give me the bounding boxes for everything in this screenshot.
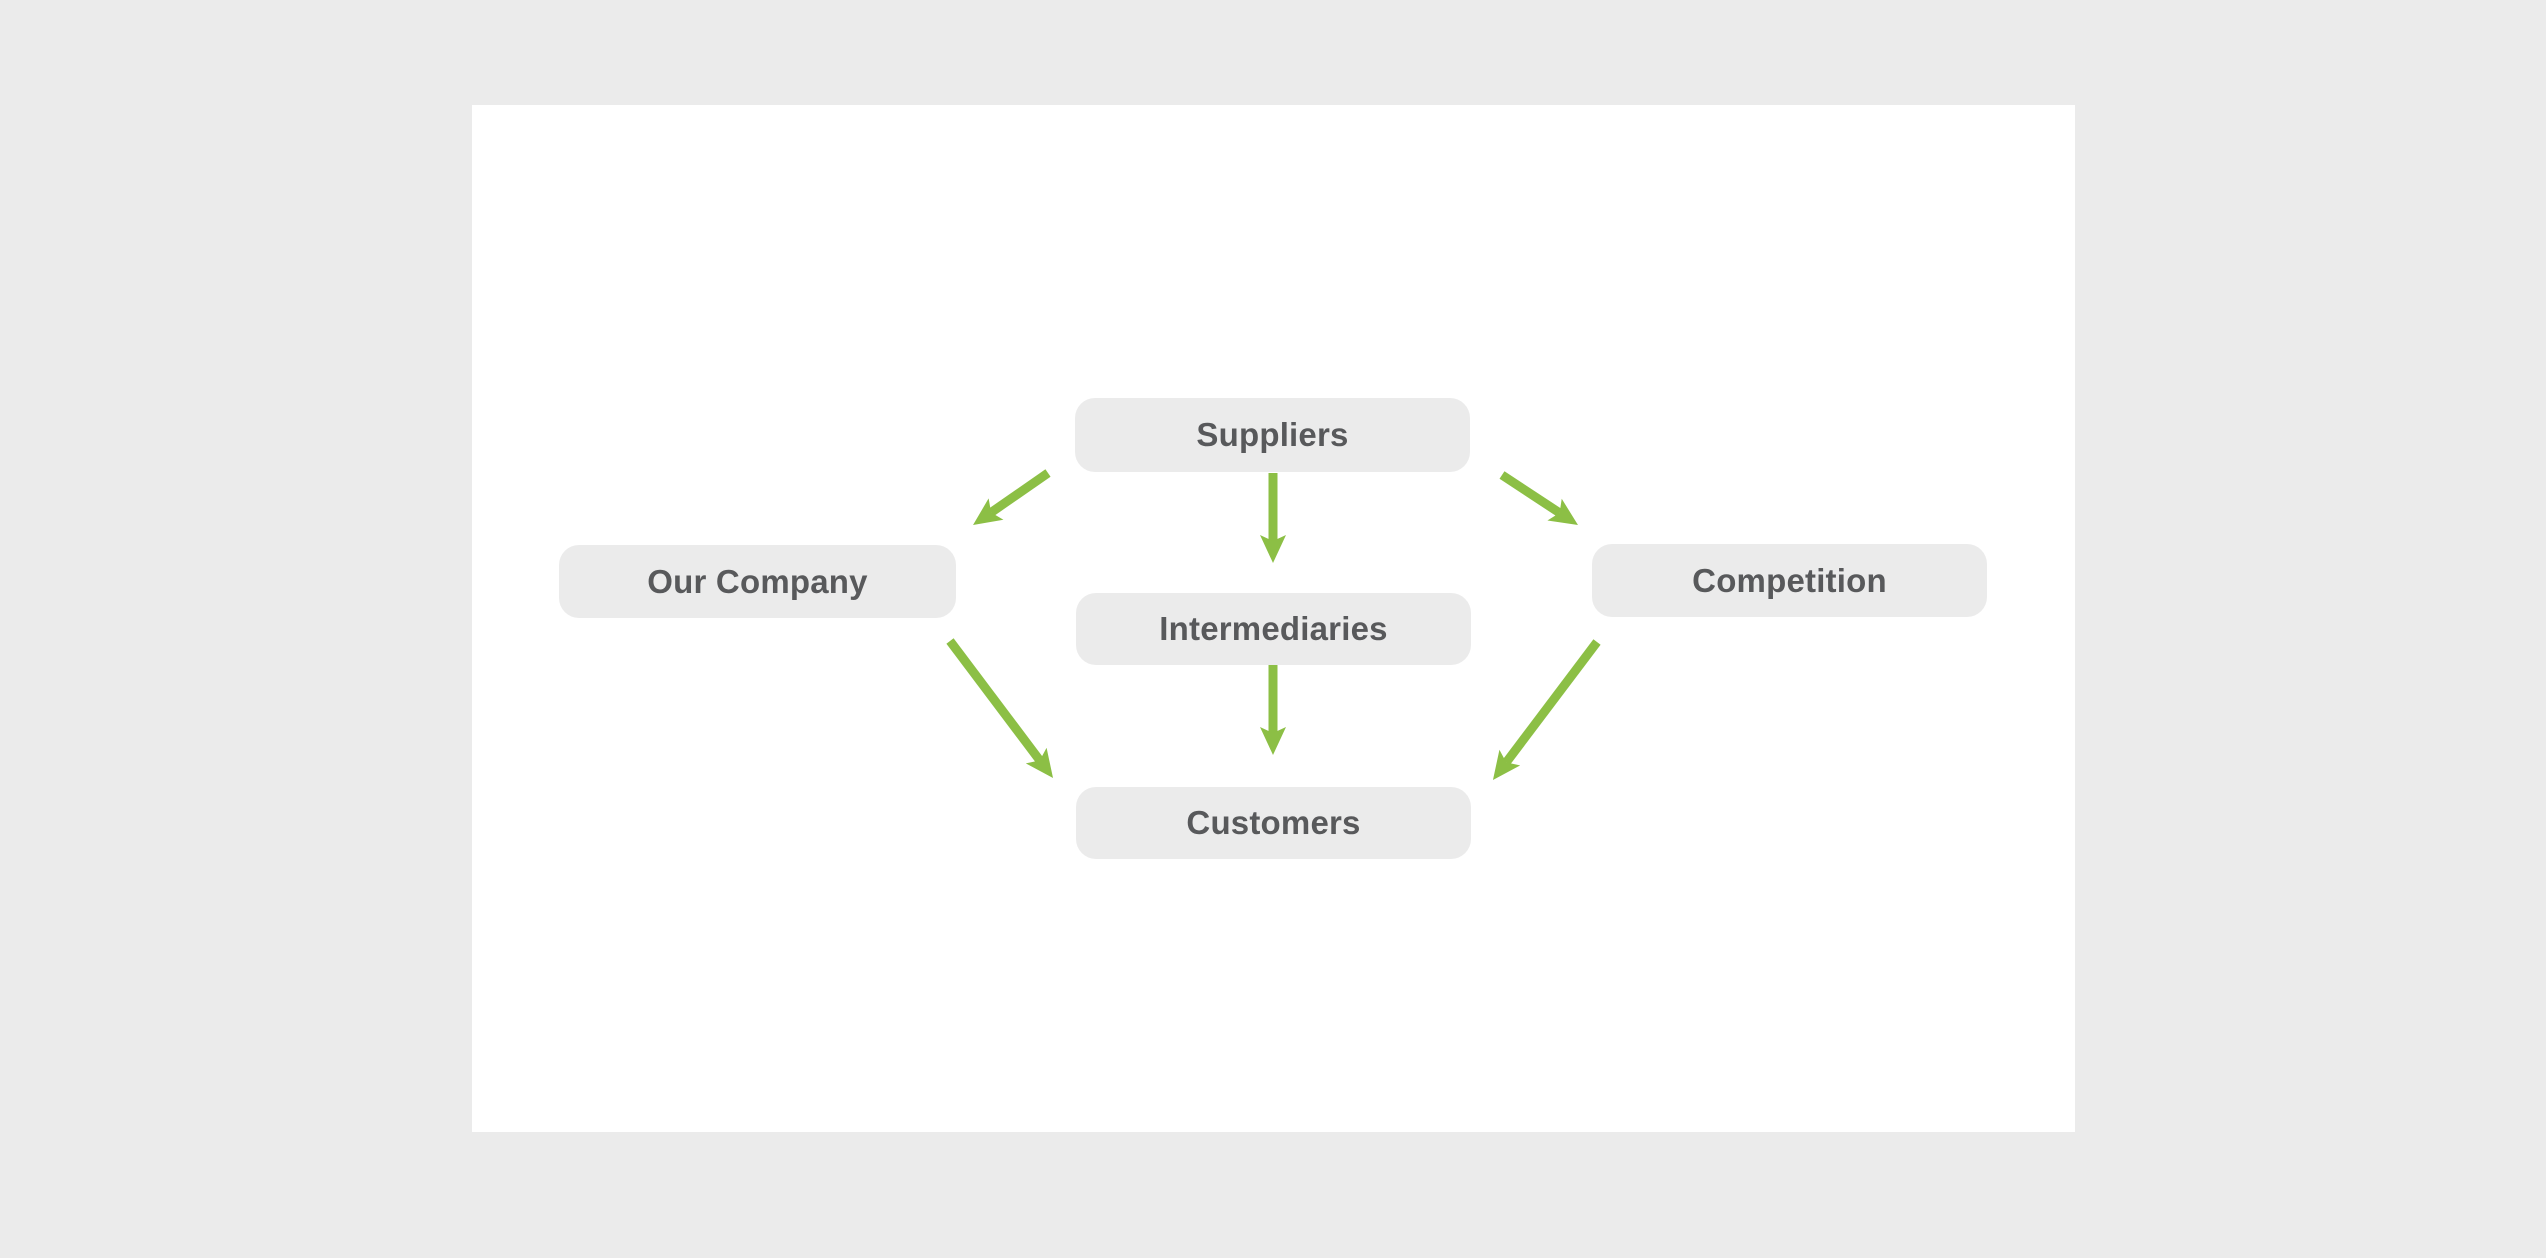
node-our-company: Our Company xyxy=(559,545,956,618)
edge-suppliers-competition-arrow xyxy=(1499,471,1578,525)
edge-suppliers-our-company-arrow xyxy=(973,469,1051,526)
node-intermediaries-label: Intermediaries xyxy=(1159,610,1388,647)
node-competition-label: Competition xyxy=(1692,561,1887,599)
node-suppliers-label: Suppliers xyxy=(1196,416,1349,453)
node-our-company-label: Our Company xyxy=(647,562,868,600)
node-customers: Customers xyxy=(1076,787,1471,859)
slide-canvas: Suppliers Our Company Competition Interm… xyxy=(472,105,2075,1132)
node-competition: Competition xyxy=(1592,544,1987,617)
node-customers-label: Customers xyxy=(1186,804,1361,841)
edge-competition-customers-arrow xyxy=(1492,639,1601,780)
node-intermediaries: Intermediaries xyxy=(1076,593,1471,665)
node-suppliers: Suppliers xyxy=(1075,398,1470,472)
edge-our-company-customers-arrow xyxy=(946,638,1054,778)
